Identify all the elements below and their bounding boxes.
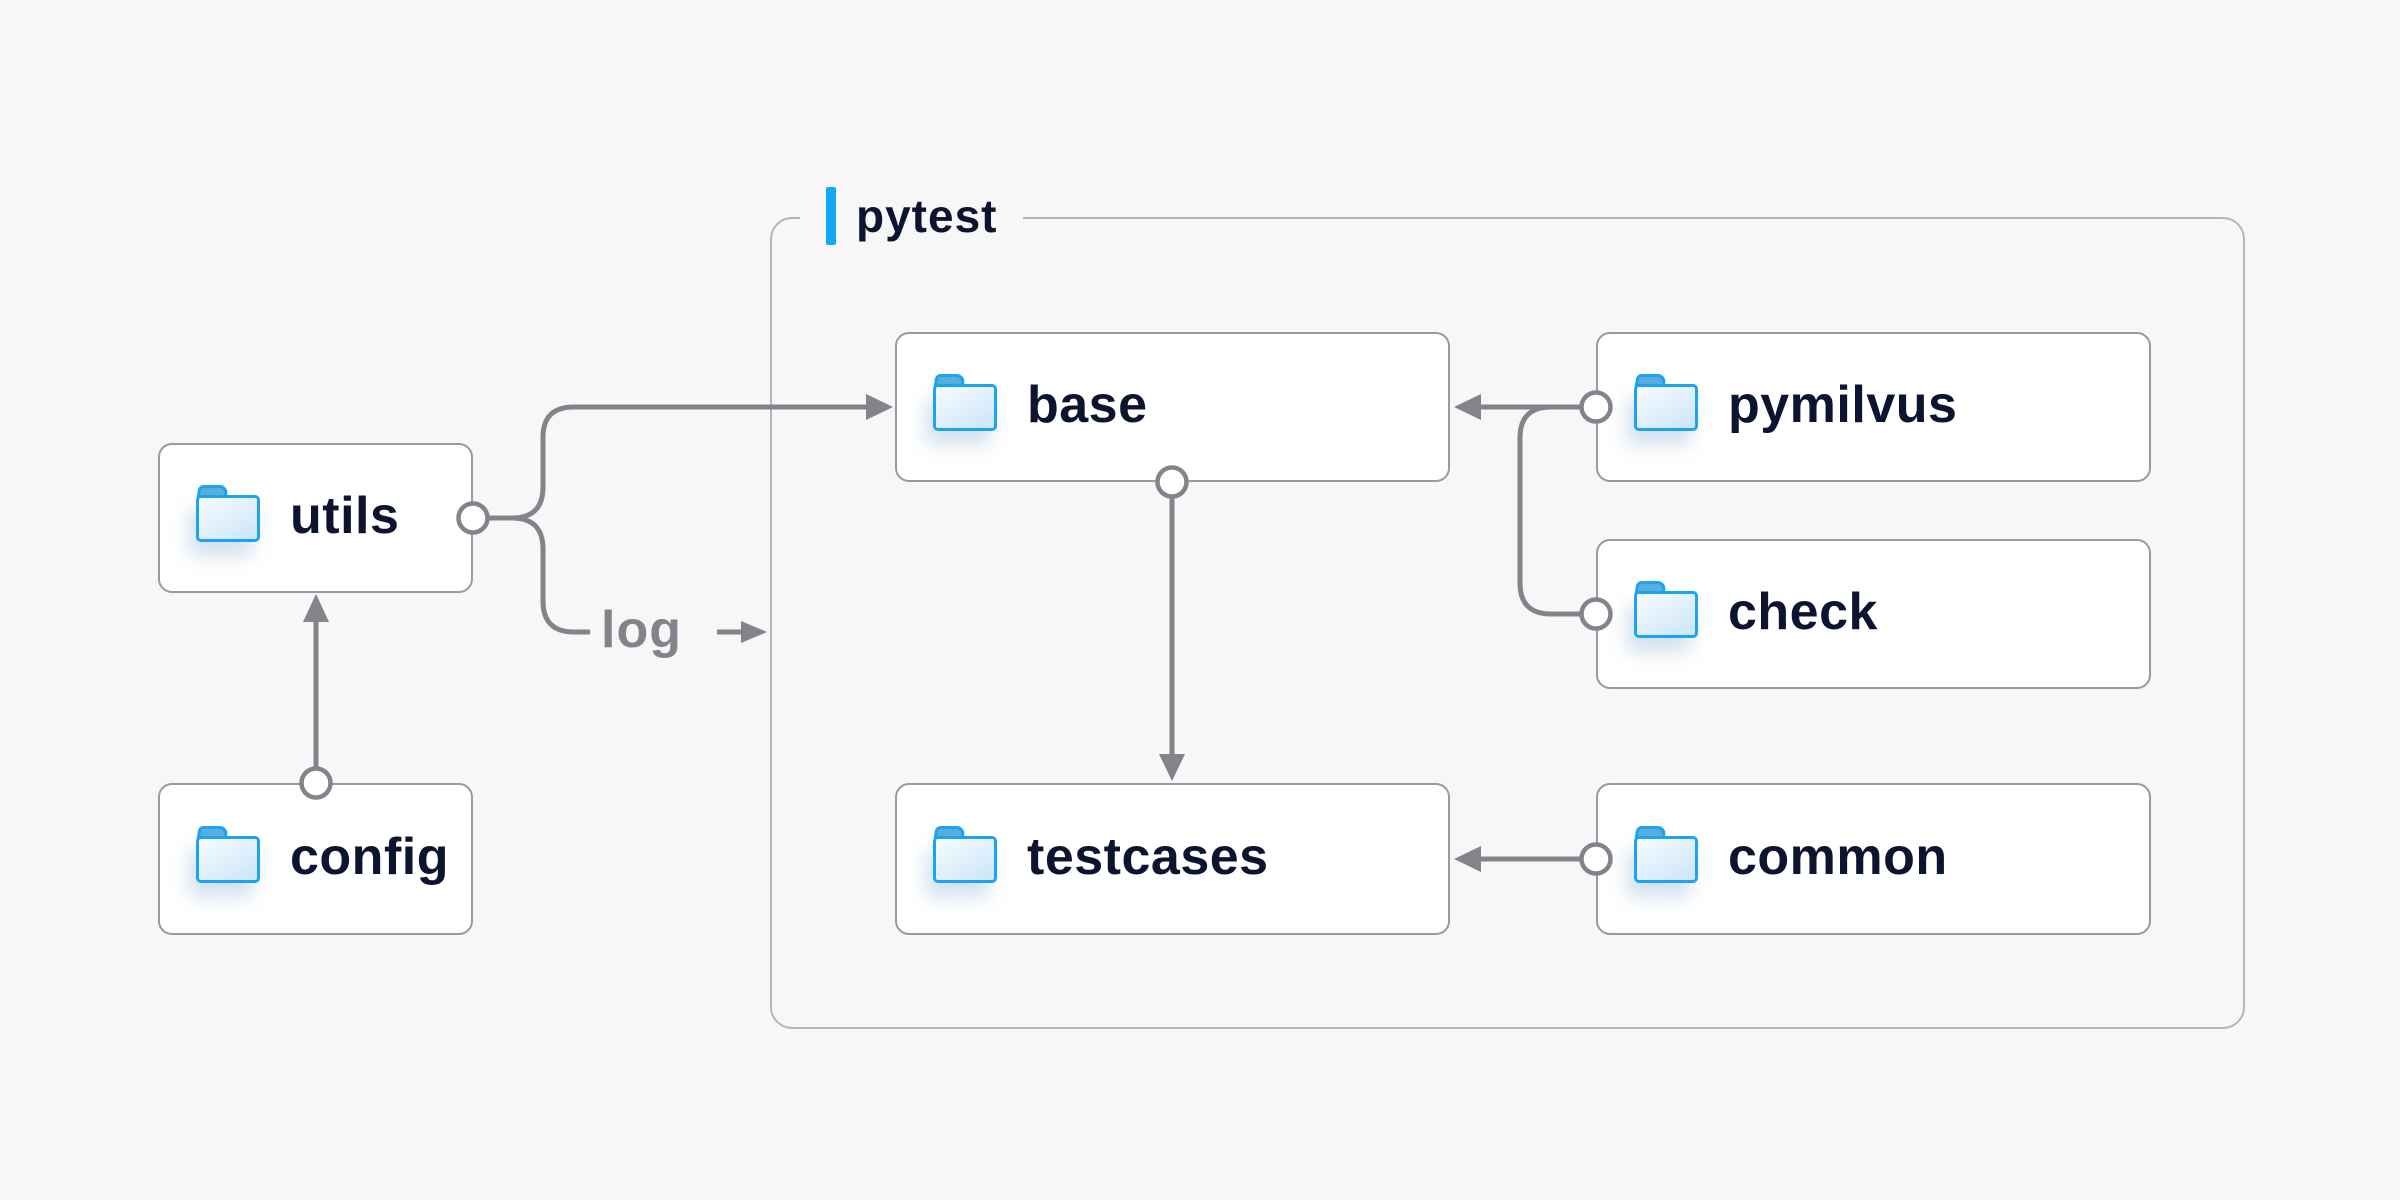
arrowhead-right-container xyxy=(741,621,767,643)
node-testcases: testcases xyxy=(895,783,1450,935)
folder-icon xyxy=(933,373,997,431)
node-pymilvus: pymilvus xyxy=(1596,332,2151,482)
accent-bar xyxy=(826,187,836,245)
arrowhead-up-utils xyxy=(303,594,329,622)
node-label: base xyxy=(1027,376,1148,434)
edge-utils-log xyxy=(511,515,590,635)
node-utils: utils xyxy=(158,443,473,593)
folder-icon xyxy=(1634,580,1698,638)
node-base: base xyxy=(895,332,1450,482)
folder-icon xyxy=(196,484,260,542)
node-label: pymilvus xyxy=(1728,376,1958,434)
log-edge-label: log xyxy=(601,601,682,659)
node-label: utils xyxy=(290,487,400,545)
node-label: testcases xyxy=(1027,828,1269,886)
node-common: common xyxy=(1596,783,2151,935)
node-config: config xyxy=(158,783,473,935)
node-check: check xyxy=(1596,539,2151,689)
folder-icon xyxy=(1634,373,1698,431)
node-label: config xyxy=(290,828,449,886)
node-label: check xyxy=(1728,583,1878,641)
pytest-container-label: pytest xyxy=(800,186,1024,246)
pytest-container-label-text: pytest xyxy=(856,190,998,242)
node-label: common xyxy=(1728,828,1948,886)
folder-icon xyxy=(933,825,997,883)
folder-icon xyxy=(196,825,260,883)
folder-icon xyxy=(1634,825,1698,883)
pytest-container-box xyxy=(770,217,2245,1029)
